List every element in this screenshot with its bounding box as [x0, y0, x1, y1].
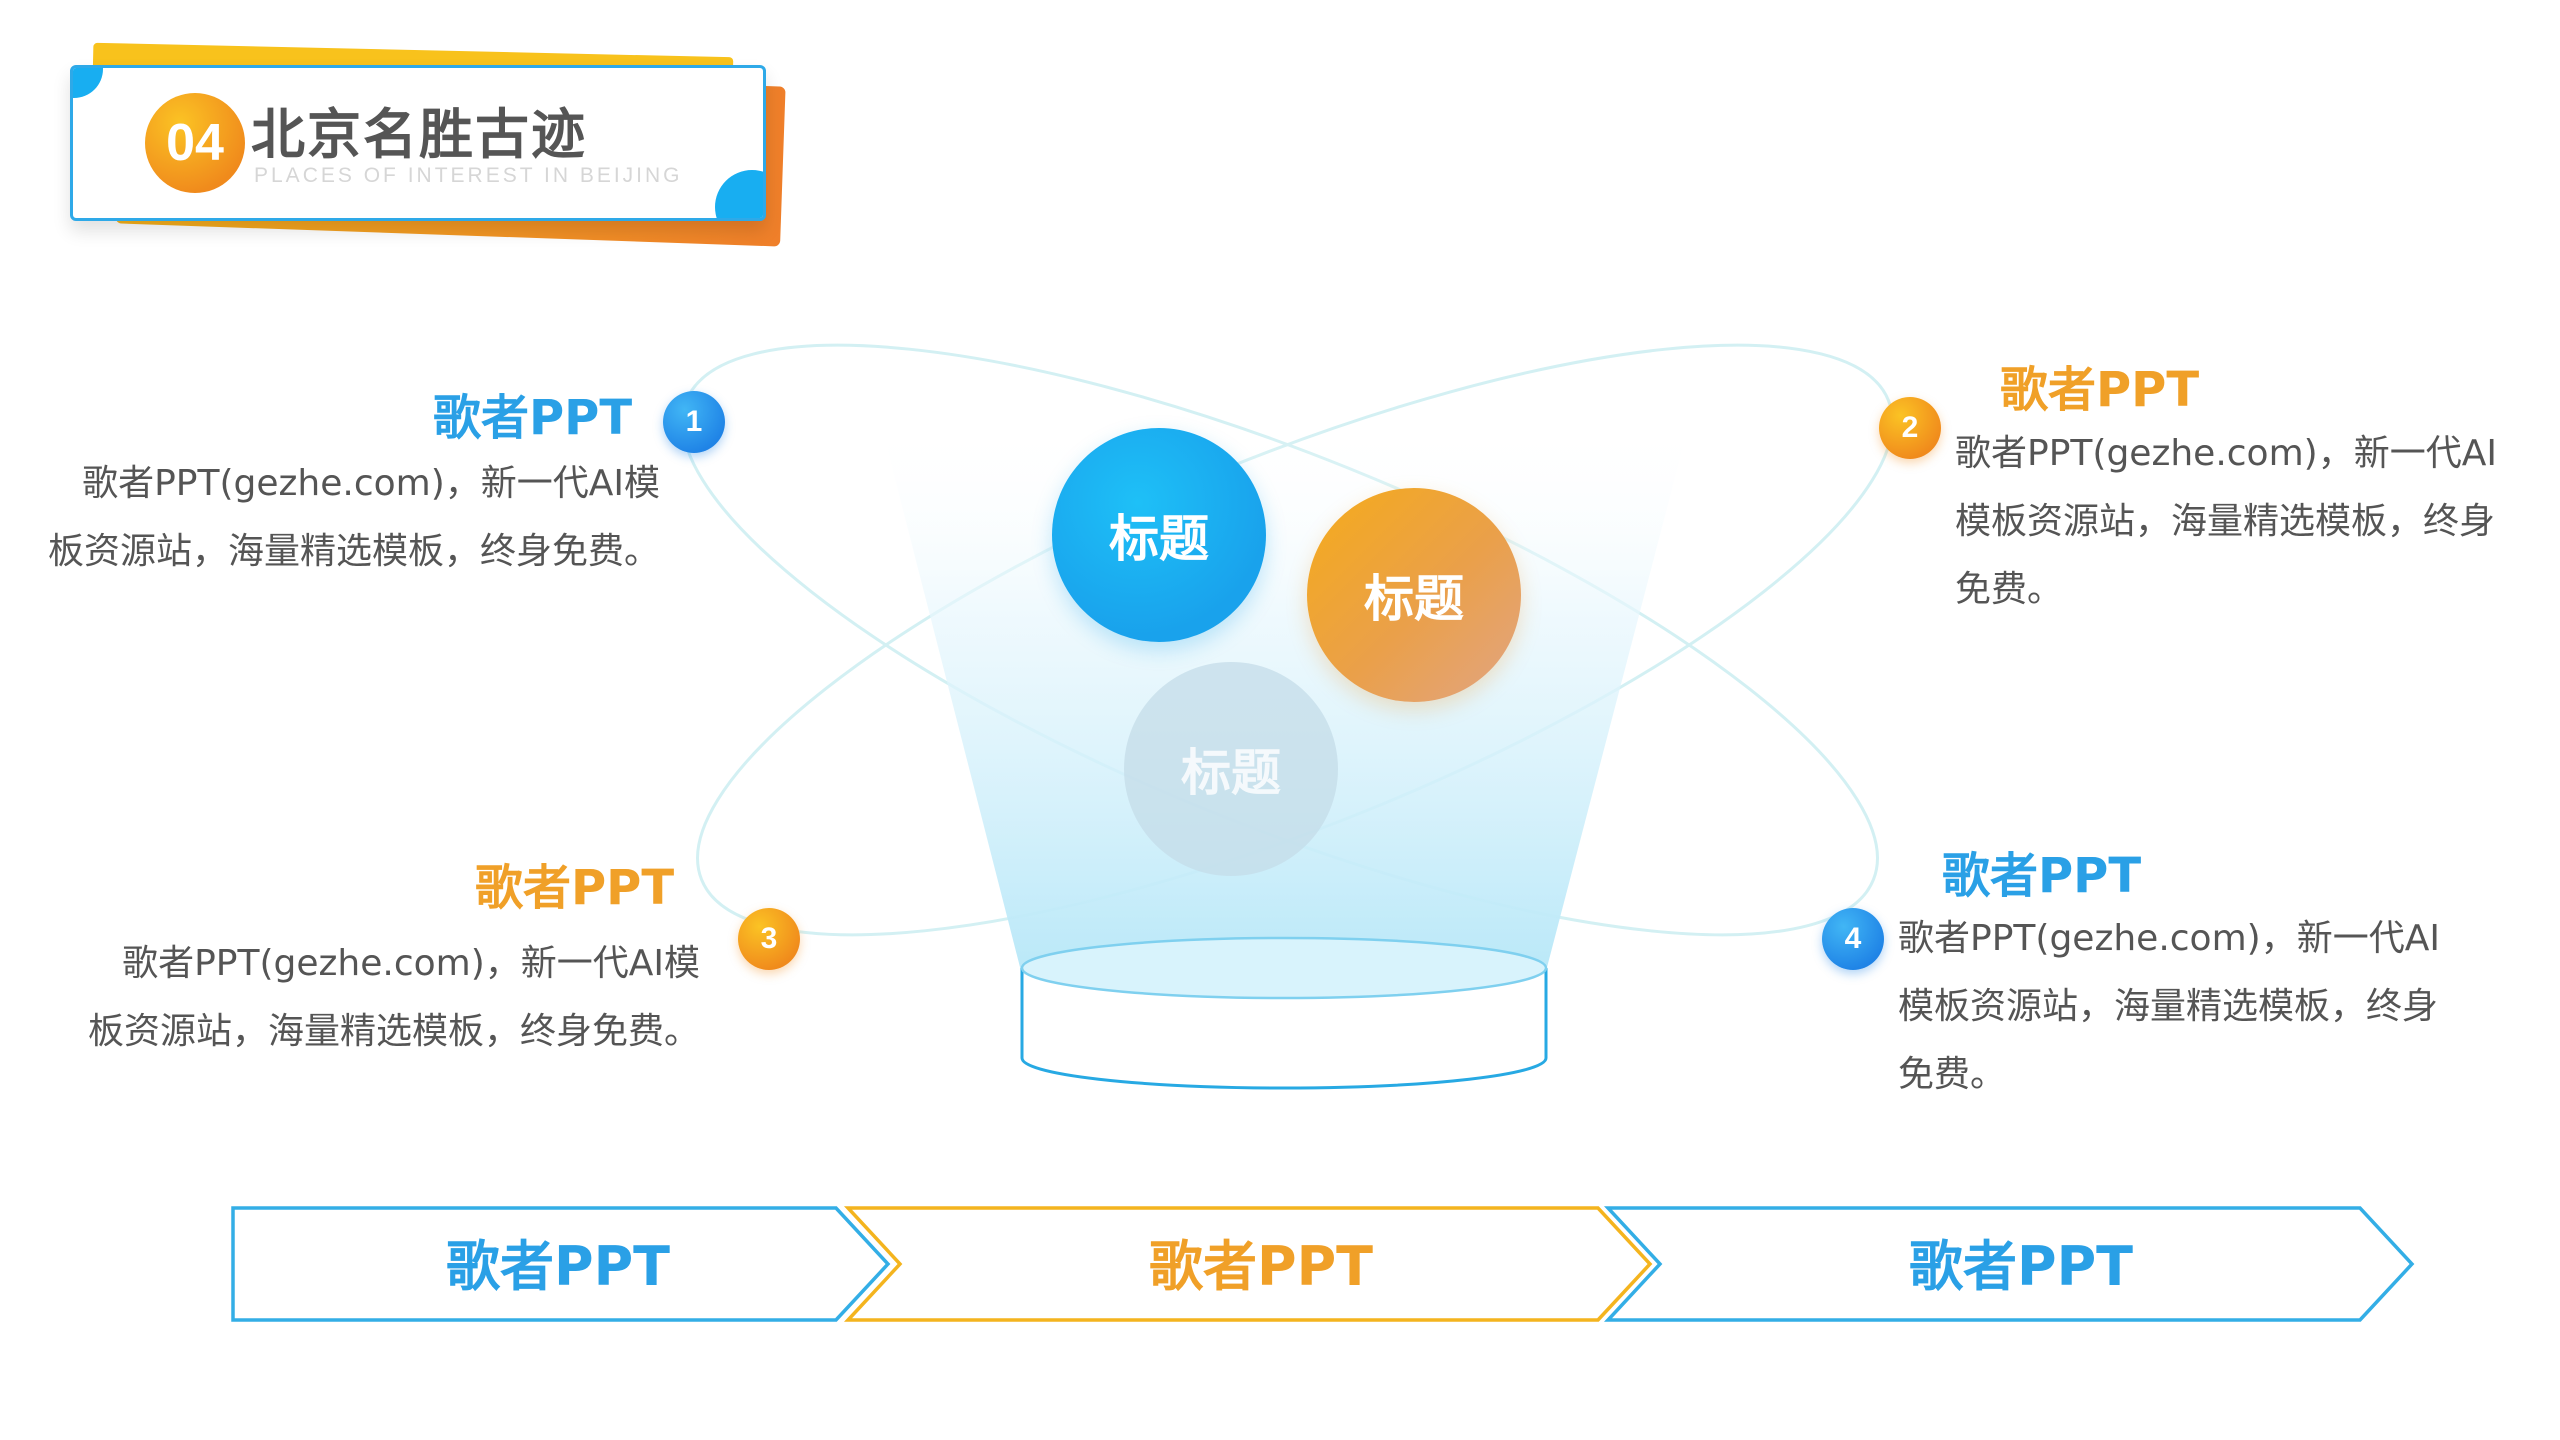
item-title: 歌者PPT [475, 860, 675, 916]
item-body: 歌者PPT(gezhe.com)，新一代AI模板资源站，海量精选模板，终身免费。 [88, 943, 701, 1052]
item-number-badge: 3 [738, 908, 800, 970]
section-title: 北京名胜古迹 [251, 103, 587, 166]
process-arrow-1 [231, 1206, 891, 1322]
header-card: 04 北京名胜古迹 PLACES OF INTEREST IN BEIJING [70, 65, 766, 221]
pedestal-top [1020, 936, 1548, 1000]
item-body: 歌者PPT(gezhe.com)，新一代AI模板资源站，海量精选模板，终身免费。 [48, 463, 661, 572]
item-title: 歌者PPT [433, 390, 633, 446]
item-body: 歌者PPT(gezhe.com)，新一代AI模板资源站，海量精选模板，终身免费。 [1955, 433, 2497, 610]
title-circle-faded: 标题 [1124, 662, 1338, 876]
item-title: 歌者PPT [1942, 848, 2142, 904]
process-step-label-2: 歌者PPT [1149, 1235, 1373, 1298]
title-circle-blue: 标题 [1052, 428, 1266, 642]
pedestal-body [1020, 968, 1548, 1090]
section-number-badge: 04 [145, 93, 245, 193]
process-arrow-bar [231, 1206, 2415, 1322]
process-step-label-1: 歌者PPT [446, 1235, 670, 1298]
item-number-badge: 1 [663, 391, 725, 453]
section-subtitle: PLACES OF INTEREST IN BEIJING [254, 164, 683, 187]
item-title: 歌者PPT [2000, 362, 2200, 418]
process-step-label-3: 歌者PPT [1909, 1235, 2133, 1298]
item-body: 歌者PPT(gezhe.com)，新一代AI模板资源站，海量精选模板，终身免费。 [1898, 918, 2440, 1095]
process-arrow-2 [843, 1206, 1653, 1322]
item-number-badge: 4 [1822, 908, 1884, 970]
process-arrow-3 [1603, 1206, 2415, 1322]
item-number-badge: 2 [1879, 397, 1941, 459]
title-circle-orange: 标题 [1307, 488, 1521, 702]
